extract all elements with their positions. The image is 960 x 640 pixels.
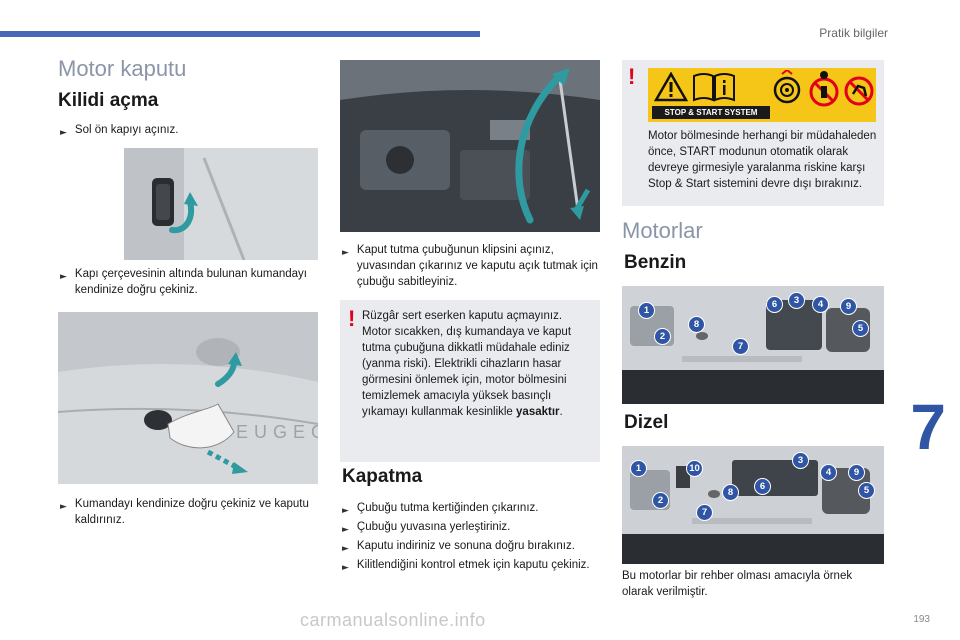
engine-badge: 2 bbox=[654, 328, 671, 345]
opening-heading: Kilidi açma bbox=[58, 90, 159, 111]
engines-title: Motorlar bbox=[622, 218, 703, 243]
warning-hood-bold: yasaktır bbox=[516, 406, 560, 418]
no-hand-icon bbox=[809, 71, 839, 107]
diesel-heading: Dizel bbox=[624, 412, 669, 433]
bullet-icon: ► bbox=[60, 128, 67, 138]
fan-belt-icon bbox=[773, 70, 801, 104]
warning-hood-main: Rüzgâr sert eserken kaputu açmayınız. Mo… bbox=[362, 310, 572, 418]
prop-rod-illustration bbox=[340, 60, 600, 232]
engine-badge: 3 bbox=[792, 452, 809, 469]
closing-item-text: Kilitlendiğini kontrol etmek için kaputu… bbox=[356, 559, 590, 571]
curved-arrow-icon bbox=[169, 199, 194, 234]
engines-footnote: Bu motorlar bir rehber olması amacıyla ö… bbox=[622, 570, 853, 598]
closing-list: ► Çubuğu tutma kertiğinden çıkarınız. ► Çu… bbox=[342, 500, 604, 576]
bullet-icon: ► bbox=[342, 248, 349, 258]
bullet-icon: ► bbox=[60, 502, 67, 512]
curved-arrow-icon bbox=[515, 72, 564, 224]
engine-badge: 9 bbox=[840, 298, 857, 315]
engine-badge: 4 bbox=[812, 296, 829, 313]
photo-diesel-engine: 1 2 10 8 7 6 3 4 9 5 bbox=[622, 446, 884, 564]
svg-text:PEUGEOT: PEUGEOT bbox=[218, 422, 318, 442]
photo-door-lever bbox=[124, 148, 318, 260]
stop-start-label: STOP & START SYSTEM bbox=[652, 106, 770, 119]
warning-mark: ! bbox=[628, 64, 636, 89]
section-title: Pratik bilgiler bbox=[819, 26, 888, 40]
bullet-icon: ► bbox=[342, 525, 349, 535]
closing-item: ► Kilitlendiğini kontrol etmek için kaput… bbox=[342, 557, 604, 576]
engine-badge: 5 bbox=[858, 482, 875, 499]
closing-item-text: Çubuğu tutma kertiğinden çıkarınız. bbox=[356, 502, 539, 514]
opening-step-1-text: Sol ön kapıyı açınız. bbox=[74, 124, 179, 136]
warning-box-hood: ! Rüzgâr sert eserken kaputu açmayınız. … bbox=[340, 300, 600, 462]
bullet-icon: ► bbox=[60, 272, 67, 282]
opening-step-4-text: Kaput tutma çubuğunun klipsini açınız, y… bbox=[356, 244, 598, 288]
engine-badge: 7 bbox=[732, 338, 749, 355]
door-lever-illustration bbox=[124, 148, 318, 260]
engine-badge: 10 bbox=[686, 460, 703, 477]
opening-step-2-text: Kapı çerçevesinin altında bulunan kumand… bbox=[74, 268, 307, 296]
closing-item-text: Çubuğu yuvasına yerleştiriniz. bbox=[356, 521, 511, 533]
engine-badge: 6 bbox=[754, 478, 771, 495]
engine-badge: 1 bbox=[638, 302, 655, 319]
closing-item: ► Kaputu indiriniz ve sonuna doğru bırakı… bbox=[342, 538, 604, 557]
manual-book-icon bbox=[693, 73, 735, 102]
warning-mark: ! bbox=[348, 306, 356, 331]
warning-hood-text: Rüzgâr sert eserken kaputu açmayınız. Mo… bbox=[362, 308, 594, 420]
front-lever-illustration: PEUGEOT bbox=[58, 312, 318, 484]
closing-item: ► Çubuğu tutma kertiğinden çıkarınız. bbox=[342, 500, 604, 519]
engine-badge: 5 bbox=[852, 320, 869, 337]
bullet-icon: ► bbox=[342, 506, 349, 516]
no-touch-icon bbox=[844, 76, 874, 106]
chapter-number: 7 bbox=[910, 391, 946, 463]
watermark: carmanualsonline.info bbox=[300, 610, 486, 630]
engine-badge: 7 bbox=[696, 504, 713, 521]
closing-item: ► Çubuğu yuvasına yerleştiriniz. bbox=[342, 519, 604, 538]
bullet-icon: ► bbox=[342, 544, 349, 554]
warning-stop-start-text: Motor bölmesinde herhangi bir müdahalede… bbox=[648, 130, 877, 190]
engine-badge: 8 bbox=[722, 484, 739, 501]
engine-badge: 1 bbox=[630, 460, 647, 477]
warning-box-stop-start: ! STOP & START SY bbox=[622, 60, 884, 206]
bullet-icon: ► bbox=[342, 563, 349, 573]
engine-badge: 8 bbox=[688, 316, 705, 333]
warning-hood-end: . bbox=[559, 406, 563, 418]
engine-badge: 2 bbox=[652, 492, 669, 509]
engine-badge: 9 bbox=[848, 464, 865, 481]
engine-badge: 4 bbox=[820, 464, 837, 481]
photo-front-lever: PEUGEOT bbox=[58, 312, 318, 484]
opening-step-2: ► Kapı çerçevesinin altında bulunan kuma… bbox=[60, 266, 320, 298]
engine-badge: 6 bbox=[766, 296, 783, 313]
closing-heading: Kapatma bbox=[342, 466, 423, 487]
petrol-heading: Benzin bbox=[624, 252, 687, 273]
page-title: Motor kaputu bbox=[58, 56, 187, 81]
opening-step-3: ► Kumandayı kendinize doğru çekiniz ve k… bbox=[60, 496, 320, 528]
engine-badge: 3 bbox=[788, 292, 805, 309]
petrol-engine-illustration bbox=[622, 286, 884, 404]
photo-prop-rod bbox=[340, 60, 600, 232]
stop-start-sticker: STOP & START SYSTEM bbox=[648, 68, 876, 122]
photo-petrol-engine: 1 2 8 7 6 3 4 9 5 bbox=[622, 286, 884, 404]
top-accent-bar bbox=[0, 31, 480, 37]
closing-item-text: Kaputu indiriniz ve sonuna doğru bırakın… bbox=[356, 540, 575, 552]
opening-step-3-text: Kumandayı kendinize doğru çekiniz ve kap… bbox=[74, 498, 309, 526]
page-number: 193 bbox=[913, 614, 930, 625]
opening-step-1: ► Sol ön kapıyı açınız. bbox=[60, 122, 320, 141]
opening-step-4: ► Kaput tutma çubuğunun klipsini açınız,… bbox=[342, 242, 600, 290]
warning-triangle-icon bbox=[654, 72, 688, 102]
